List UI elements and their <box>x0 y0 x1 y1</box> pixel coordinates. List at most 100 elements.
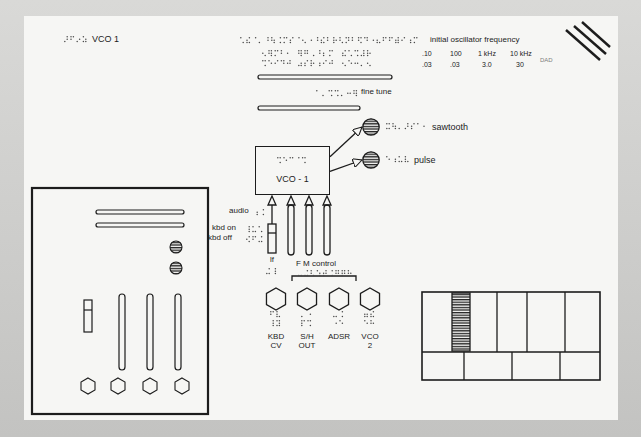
braille-dot <box>414 42 416 44</box>
braille-dot <box>271 39 273 41</box>
input-socket: VCO 2 <box>355 287 385 351</box>
label: .03 <box>450 61 460 69</box>
braille-dot <box>367 55 369 57</box>
braille-dot <box>83 41 85 43</box>
jack-symbol <box>362 118 380 136</box>
braille-dot <box>410 39 412 41</box>
braille-dot <box>277 157 279 159</box>
braille-dot <box>304 52 306 54</box>
braille-dot <box>367 52 369 54</box>
braille-dot <box>280 42 282 44</box>
braille-dot <box>323 52 325 54</box>
label: initial oscillator frequency <box>430 36 519 45</box>
braille-dot <box>405 158 407 160</box>
braille-dot <box>398 128 400 130</box>
braille-dot <box>404 37 406 39</box>
corner-mark <box>566 22 610 60</box>
braille-dot <box>411 128 413 130</box>
braille-dot <box>361 55 363 57</box>
switch-knob <box>268 232 276 233</box>
braille-dot <box>345 42 347 44</box>
braille-dot <box>327 37 329 39</box>
braille-dot <box>358 37 360 39</box>
braille-dot <box>331 60 333 62</box>
braille-dot <box>267 39 269 41</box>
braille-dot <box>304 50 306 52</box>
braille-dot <box>301 322 303 324</box>
braille-dot <box>352 37 354 39</box>
braille-dot <box>344 55 346 57</box>
braille-dot <box>363 50 365 52</box>
braille-dot <box>279 157 281 159</box>
braille-dot <box>405 161 407 163</box>
range-switch <box>268 224 276 253</box>
braille-dot <box>310 320 312 322</box>
braille-dot <box>287 62 289 64</box>
braille-dot <box>331 62 333 64</box>
braille-dot <box>338 270 340 272</box>
braille-dot <box>370 313 372 315</box>
braille-dot <box>395 158 397 160</box>
braille-dot <box>268 268 270 270</box>
braille-dot <box>303 320 305 322</box>
key-line <box>463 352 464 380</box>
braille-dot <box>317 37 319 39</box>
braille-dot <box>271 52 273 54</box>
braille-dot <box>310 65 312 67</box>
braille-dot <box>290 39 292 41</box>
label: fine tune <box>361 88 392 97</box>
module-name: VCO - 1 <box>276 175 309 185</box>
control-inputs <box>268 196 356 281</box>
label: .10 <box>422 50 432 58</box>
braille-dot <box>395 128 397 130</box>
braille-dot <box>277 50 279 52</box>
key-line <box>559 352 560 380</box>
braille-dot <box>271 50 273 52</box>
braille-dot <box>252 231 254 233</box>
braille-dot <box>246 238 248 240</box>
braille-dot <box>337 90 339 92</box>
frequency-slider <box>258 75 392 79</box>
socket-name: VCO 2 <box>359 333 382 351</box>
braille-dot <box>373 39 375 41</box>
braille-dot <box>323 275 325 277</box>
braille-dot <box>274 55 276 57</box>
braille-dot <box>373 322 375 324</box>
braille-dot <box>364 316 366 318</box>
braille-dot <box>313 62 315 64</box>
braille-dot <box>388 123 390 125</box>
braille-dot <box>298 50 300 52</box>
module-box: VCO - 1 <box>255 146 330 195</box>
braille-dot <box>356 92 358 94</box>
input-socket: S/H OUT <box>292 287 322 351</box>
braille-dot <box>313 275 315 277</box>
pressed-key <box>452 293 470 351</box>
panel-slider <box>175 294 181 370</box>
braille-dot <box>366 37 368 39</box>
braille-dot <box>383 39 385 41</box>
jack-symbol <box>362 151 380 169</box>
label: lf <box>270 256 274 265</box>
braille-dot <box>369 52 371 54</box>
output-name: pulse <box>414 151 436 169</box>
braille-dot <box>298 37 300 39</box>
label: kbd off <box>208 234 232 243</box>
braille-dot <box>388 128 390 130</box>
braille-dot <box>351 62 353 64</box>
braille-dot <box>272 325 274 327</box>
braille-dot <box>333 316 335 318</box>
braille-dot <box>383 37 385 39</box>
paper-sheet <box>24 16 618 420</box>
panel-slider <box>96 210 184 214</box>
braille-dot <box>261 236 263 238</box>
braille-dot <box>411 125 413 127</box>
socket-name: KBD CV <box>265 333 288 351</box>
braille-dot <box>360 42 362 44</box>
braille-dot <box>344 270 346 272</box>
braille-dot <box>310 62 312 64</box>
braille-dot <box>335 272 337 274</box>
keyboard-outline <box>422 292 600 380</box>
braille-dot <box>268 52 270 54</box>
braille-dot <box>272 322 274 324</box>
